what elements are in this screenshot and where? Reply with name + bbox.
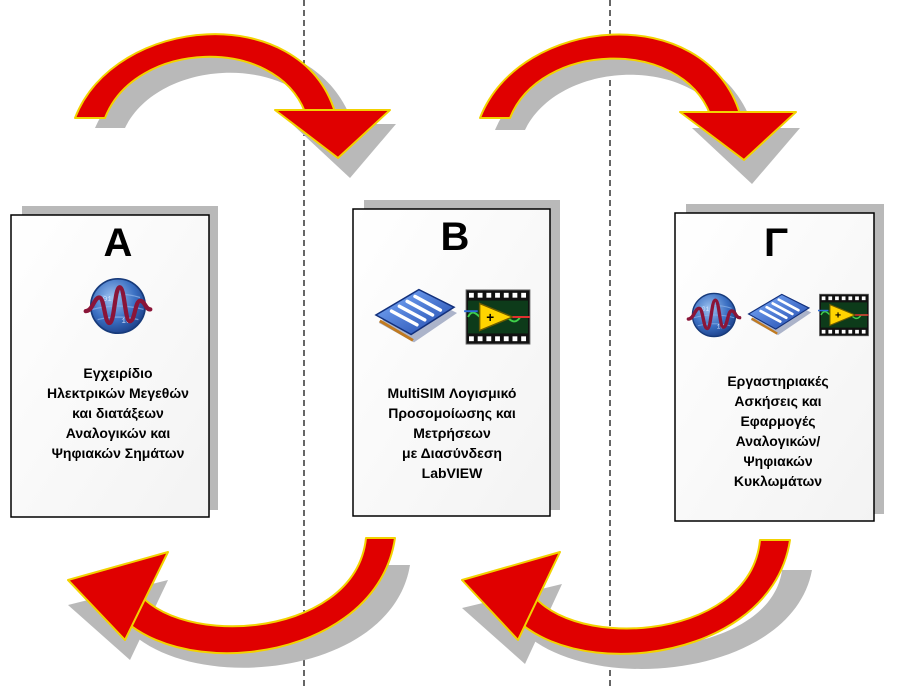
card-b-box — [352, 208, 551, 517]
card-a-line-3: και διατάξεων — [72, 405, 164, 421]
card-c-box — [674, 212, 875, 522]
card-c-line-4: Αναλογικών/ — [736, 433, 821, 449]
card-a: Α Εγχειρίδιο Ηλεκτρικών Μεγεθών και διατ… — [10, 206, 218, 518]
card-a-line-4: Αναλογικών και — [66, 425, 171, 441]
card-c-line-1: Εργαστηριακές — [727, 373, 828, 389]
labview-vi-icon — [818, 293, 870, 337]
arrow-c-to-b — [461, 539, 791, 655]
arrow-a-to-b — [74, 33, 391, 159]
card-c-line-6: Κυκλωμάτων — [734, 473, 822, 489]
card-c-line-5: Ψηφιακών — [743, 453, 813, 469]
card-a-box — [10, 214, 210, 518]
card-b-line-3: Μετρήσεων — [413, 425, 491, 441]
card-a-line-5: Ψηφιακών Σημάτων — [52, 445, 185, 461]
card-a-line-1: Εγχειρίδιο — [83, 365, 152, 381]
card-b-line-1: MultiSIM Λογισμικό — [388, 385, 517, 401]
card-b-line-4: με Διασύνδεση — [402, 445, 502, 461]
arrow-b-to-a — [67, 537, 396, 655]
card-c-letter: Γ — [764, 221, 788, 265]
card-c: Γ Εργαστηριακές Ασκήσεις και Εφαρμογές Α… — [674, 204, 884, 522]
arrow-b-to-c — [479, 33, 797, 161]
card-c-line-2: Ασκήσεις και — [734, 393, 821, 409]
card-c-line-3: Εφαρμογές — [740, 413, 815, 429]
card-a-letter: Α — [104, 221, 133, 265]
card-b: Β MultiSIM Λογισμικό Προσομοίωσης και Με… — [352, 200, 560, 517]
card-b-line-5: LabVIEW — [422, 465, 483, 481]
card-b-letter: Β — [441, 215, 470, 259]
labview-vi-icon — [463, 288, 531, 346]
card-a-line-2: Ηλεκτρικών Μεγεθών — [47, 385, 189, 401]
card-b-line-2: Προσομοίωσης και — [388, 405, 516, 421]
